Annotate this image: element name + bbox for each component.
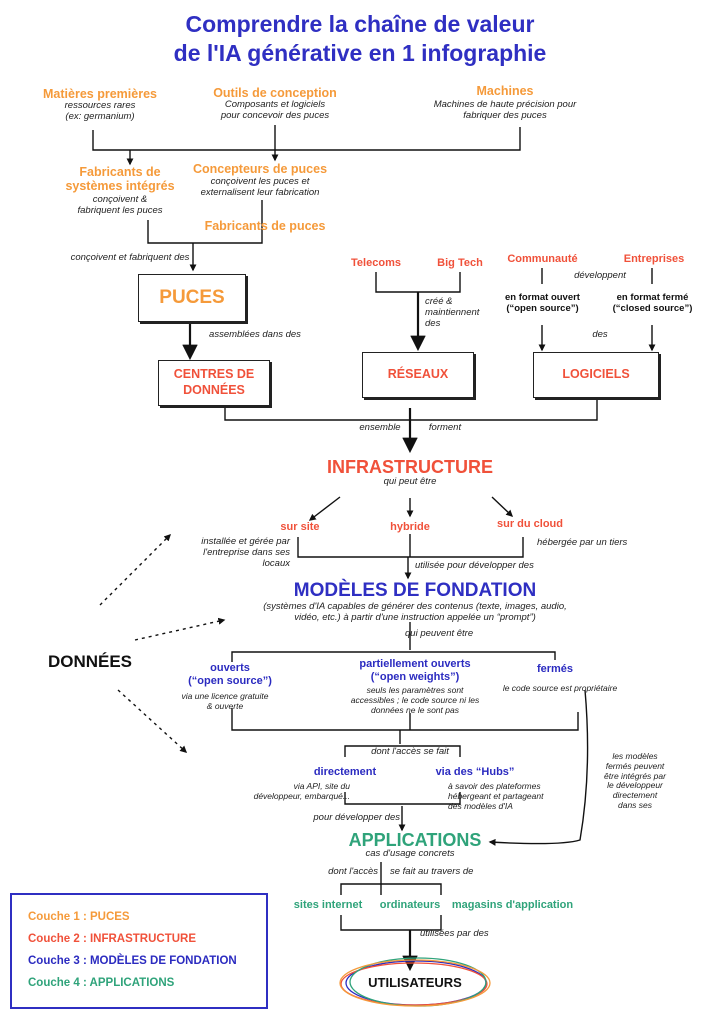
utilisee-pour-text: utilisée pour développer des: [415, 560, 534, 571]
des-text: des: [592, 329, 608, 340]
outils-desc: Composants et logiciels pour concevoir d…: [220, 99, 330, 121]
sur-site-label: sur site: [280, 521, 320, 533]
fabricants-puces-label: Fabricants de puces: [204, 219, 326, 233]
directement-label: directement: [313, 766, 377, 778]
outils-label: Outils de conception: [213, 86, 337, 100]
donnees-label: DONNÉES: [47, 652, 133, 671]
infra-qui-peut-etre: qui peut être: [383, 476, 437, 487]
matieres-desc: ressources rares (ex: germanium): [64, 100, 136, 122]
ouverts-desc: via une licence gratuite & ouverte: [181, 691, 269, 711]
fermes-note: les modèles fermés peuvent être intégrés…: [604, 751, 666, 810]
developpent-text: développent: [574, 270, 626, 281]
dont-acces-text: dont l'accès se fait: [371, 746, 449, 757]
infrastructure-title: INFRASTRUCTURE: [327, 457, 493, 477]
crees-text: créé & maintiennent des: [425, 296, 480, 329]
ensemble-text: ensemble: [359, 422, 401, 433]
machines-desc: Machines de haute précision pour fabriqu…: [433, 99, 577, 121]
legend-box: Couche 1 : PUCES Couche 2 : INFRASTRUCTU…: [10, 893, 268, 1009]
logiciels-box: LOGICIELS: [533, 352, 659, 398]
matieres-label: Matières premières: [43, 87, 157, 101]
page-title: Comprendre la chaîne de valeur de l'IA g…: [0, 10, 720, 68]
communaute-label: Communauté: [507, 253, 578, 265]
entreprises-label: Entreprises: [623, 253, 685, 265]
utilisateurs-label: UTILISATEURS: [368, 975, 462, 990]
directement-desc: via API, site du développeur, embarqué..…: [253, 781, 350, 801]
concepteurs-label: Concepteurs de puces: [192, 162, 328, 176]
modeles-title: MODÈLES DE FONDATION: [293, 580, 537, 601]
forment-text: forment: [428, 422, 462, 433]
legend-couche-2: Couche 2 : INFRASTRUCTURE: [28, 933, 197, 945]
title-line-2: de l'IA générative en 1 infographie: [173, 39, 547, 66]
partiel-label: partiellement ouverts (“open weights”): [359, 658, 471, 683]
partiel-desc: seuls les paramètres sont accessibles ; …: [350, 685, 480, 715]
fermes-label: fermés: [536, 663, 574, 675]
sur-site-desc: installée et gérée par l'entreprise dans…: [201, 536, 290, 569]
puces-box: PUCES: [138, 274, 246, 322]
telecoms-label: Telecoms: [351, 257, 401, 269]
title-line-1: Comprendre la chaîne de valeur: [185, 11, 535, 37]
pour-developper-text: pour développer des: [313, 812, 400, 823]
modeles-desc: (systèmes d'IA capables de générer des c…: [263, 601, 567, 623]
legend-couche-4: Couche 4 : APPLICATIONS: [28, 977, 175, 989]
fabricants-systemes-label: Fabricants de systèmes intégrés: [65, 165, 175, 194]
ouverts-label: ouverts (“open source”): [188, 662, 272, 687]
hubs-label: via des “Hubs”: [435, 766, 515, 778]
concepteurs-desc: conçoivent les puces et externalisent le…: [200, 176, 320, 198]
hubs-desc: à savoir des plateformes hébergeant et p…: [448, 781, 544, 811]
reseaux-box: RÉSEAUX: [362, 352, 474, 398]
hybride-label: hybride: [390, 521, 430, 533]
applications-title: APPLICATIONS: [348, 830, 482, 850]
sites-label: sites internet: [293, 899, 363, 911]
centres-box: CENTRES DE DONNÉES: [158, 360, 270, 406]
machines-label: Machines: [476, 84, 534, 98]
magasins-label: magasins d'application: [451, 899, 574, 911]
ordinateurs-label: ordinateurs: [379, 899, 441, 911]
utilisees-par-text: utilisées par des: [420, 928, 489, 939]
concoivent-text: conçoivent et fabriquent des: [70, 252, 190, 263]
se-fait-text: se fait au travers de: [390, 866, 474, 877]
applications-desc: cas d'usage concrets: [365, 848, 455, 859]
fermes-desc: le code source est propriétaire: [502, 683, 618, 693]
legend-couche-3: Couche 3 : MODÈLES DE FONDATION: [28, 955, 237, 967]
qui-peuvent-text: qui peuvent être: [405, 628, 474, 639]
bigtech-label: Big Tech: [437, 257, 483, 269]
dont-lacces-text: dont l'accès: [328, 866, 378, 877]
format-ferme: en format fermé (“closed source”): [612, 292, 693, 314]
fabricants-systemes-desc: conçoivent & fabriquent les puces: [77, 194, 163, 216]
cloud-label: sur du cloud: [497, 518, 563, 530]
cloud-desc: hébergée par un tiers: [537, 537, 628, 548]
format-ouvert: en format ouvert (“open source”): [505, 292, 580, 314]
assemblees-text: assemblées dans des: [209, 329, 301, 340]
legend-couche-1: Couche 1 : PUCES: [28, 911, 130, 923]
